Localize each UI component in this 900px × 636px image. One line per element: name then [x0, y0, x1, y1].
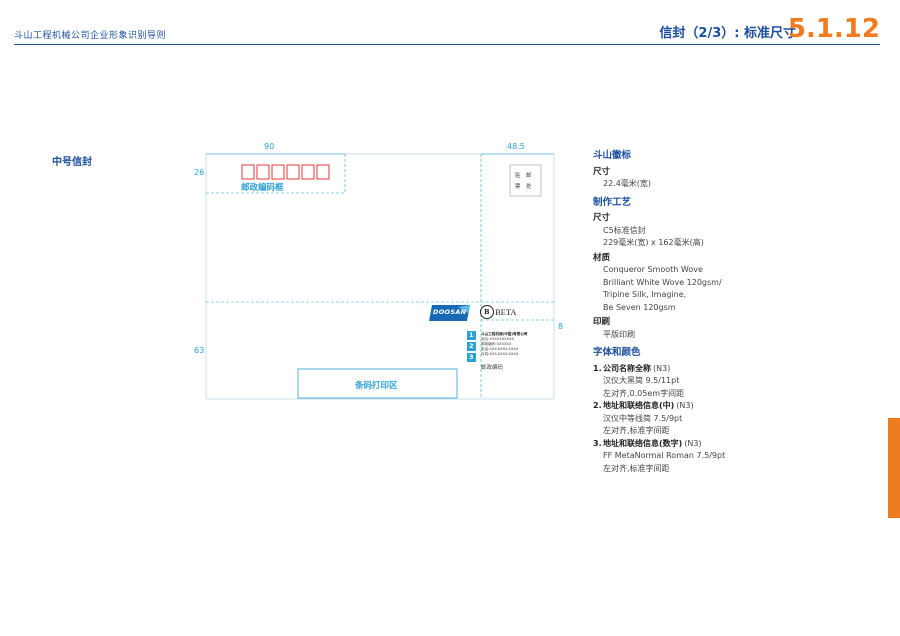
beta-logo-mark: [480, 305, 494, 319]
stamp-text-line: 贴 邮: [515, 173, 532, 179]
spec-value: 汉仪大黑简 9.5/11pt: [603, 376, 680, 385]
document-title: 斗山工程机械公司企业形象识别导则: [14, 31, 167, 41]
postcode-box: [271, 164, 285, 180]
company-name-line: 斗山工程机械(中国)有限公司: [481, 332, 528, 336]
marker-1: [467, 331, 476, 340]
spec-label: 印刷: [593, 317, 611, 327]
spec-value: 平版印刷: [603, 329, 635, 339]
spec-column: 斗山徽标 尺寸 22.4毫米(宽) 制作工艺 尺寸 C5标准信封 229毫米(宽…: [593, 150, 793, 475]
spec-item-2: 2. 地址和联络信息(中) (N3): [593, 400, 793, 413]
spec-item-1: 1. 公司名称全称 (N3): [593, 363, 793, 376]
spec-value: 左对齐,标准字间距: [603, 426, 670, 435]
spec-value: Conqueror Smooth Wove: [603, 265, 703, 274]
spec-label: 尺寸: [593, 213, 611, 223]
envelope-outline: [205, 153, 555, 400]
spec-heading-logo: 斗山徽标: [593, 150, 632, 161]
spec-value: 左对齐,0.05em字间距: [603, 388, 685, 398]
spec-value: 左对齐,标准字间距: [603, 463, 670, 473]
spec-item-3: 3. 地址和联络信息(数字) (N3): [593, 438, 793, 451]
address-line: 邮政编码:XXXXXX: [481, 342, 512, 346]
envelope-diagram: [205, 153, 555, 400]
stamp-box: [509, 164, 542, 197]
marker-number-1: 1: [469, 331, 474, 339]
marker-2: [467, 342, 476, 351]
spec-value: Tripine Silk, Imagine,: [603, 290, 687, 299]
address-block: 斗山工程机械(中国)有限公司 地址:XXXXXXXXXX 邮政编码:XXXXXX…: [481, 332, 551, 357]
spec-value: 汉仪中等线简 7.5/9pt: [603, 413, 683, 423]
postcode-box: [316, 164, 330, 180]
postcode-box: [256, 164, 270, 180]
doosan-logo-text: DOOSAN: [433, 308, 467, 316]
beta-logo-text: BETA: [495, 307, 517, 317]
stamp-text-line: 票 处: [515, 184, 532, 190]
spec-value: 22.4毫米(宽): [603, 179, 652, 188]
spec-label: 尺寸: [593, 166, 611, 177]
spec-value: Be Seven 120gsm: [603, 302, 676, 312]
address-line: 地址:XXXXXXXXXX: [481, 337, 515, 341]
beta-logo-letter: B: [484, 308, 490, 316]
spec-heading-font: 字体和颜色: [593, 347, 641, 358]
spec-item-number: 1.: [593, 363, 602, 373]
spec-value: FF MetaNormal Roman 7.5/9pt: [603, 451, 726, 460]
page-tab-marker: [888, 418, 900, 518]
spec-label: 材质: [593, 252, 611, 263]
spec-item-title: 地址和联络信息(数字): [603, 438, 683, 448]
spec-item-title: 地址和联络信息(中): [603, 401, 675, 410]
dim-label-8: 8: [558, 322, 564, 331]
dim-label-90: 90: [264, 142, 275, 151]
spec-value: Brilliant White Wove 120gsm/: [603, 277, 722, 287]
spec-value: C5标准信封: [603, 225, 646, 235]
spec-item-color: (N3): [676, 401, 694, 410]
dim-label-63: 63: [194, 346, 205, 355]
dim-label-26: 26: [194, 168, 205, 177]
spec-item-number: 3.: [593, 438, 602, 448]
spec-item-number: 2.: [593, 401, 602, 410]
header-divider: [14, 44, 880, 45]
marker-number-3: 3: [469, 353, 474, 361]
doosan-logo: [429, 305, 470, 321]
spec-value: 229毫米(宽) x 162毫米(高): [603, 238, 704, 247]
postcode-box: [241, 164, 255, 180]
page-title: 信封（2/3）: 标准尺寸: [659, 26, 796, 41]
marker-number-2: 2: [469, 342, 474, 350]
address-line: 传真:XXX-XXXX-XXXX: [481, 352, 519, 356]
spec-item-color: (N3): [653, 363, 671, 373]
marker-3: [467, 353, 476, 362]
section-label: 中号信封: [52, 157, 92, 168]
dim-label-48-5: 48.5: [507, 142, 525, 151]
postcode-boxes: [241, 164, 330, 180]
spec-item-title: 公司名称全称: [603, 363, 651, 373]
spec-heading-craft: 制作工艺: [593, 196, 632, 208]
postcode-box: [301, 164, 315, 180]
page-number: 5.1.12: [787, 14, 880, 44]
spec-item-color: (N3): [684, 438, 702, 448]
postcode-bottom-label: 邮政编码: [481, 365, 504, 371]
barcode-label: 条码打印区: [355, 381, 398, 391]
postcode-box: [286, 164, 300, 180]
stamp-text: 贴 邮 票 处: [515, 171, 532, 193]
address-line: 电话:XXX-XXXX-XXXX: [481, 347, 519, 351]
postcode-label: 邮政编码框: [241, 183, 284, 193]
barcode-area: [297, 368, 458, 399]
